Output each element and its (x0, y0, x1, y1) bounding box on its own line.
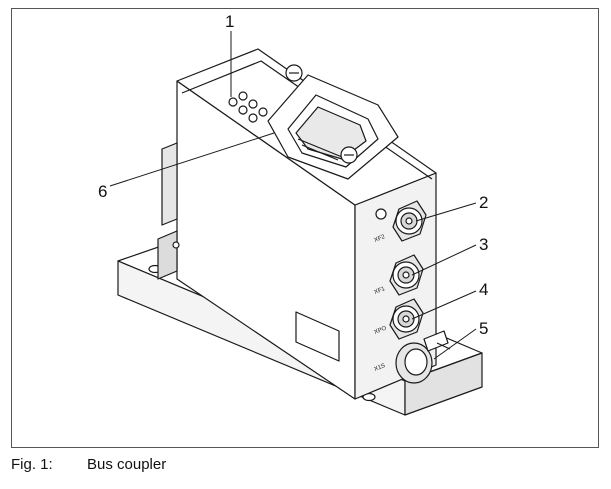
leader-line-6 (109, 132, 275, 187)
led-group (228, 91, 268, 123)
port-label-xf1: XF1 (374, 286, 387, 296)
transparent-cover (267, 64, 399, 180)
connector-x1s (395, 330, 451, 384)
connector-xf2 (375, 200, 427, 242)
caption-number: Fig. 1: (11, 456, 53, 473)
led-indicator (238, 105, 248, 115)
label-window (295, 311, 340, 362)
connector-xpo (389, 298, 424, 340)
leader-line-5 (433, 328, 477, 360)
led-indicator (248, 113, 258, 123)
caption-text: Bus coupler (87, 456, 167, 473)
connector-xf1 (389, 254, 424, 296)
callout-3: 3 (479, 235, 488, 254)
led-indicator (248, 99, 258, 109)
callout-5: 5 (479, 319, 488, 338)
port-label-xpo: XPO (374, 325, 388, 335)
leader-line-3 (411, 244, 477, 276)
leader-line-4 (411, 290, 477, 320)
led-indicator (228, 97, 238, 107)
led-indicator (258, 107, 268, 117)
callout-1: 1 (225, 12, 234, 31)
ground-screw (375, 208, 387, 220)
leader-line-2 (415, 202, 477, 222)
port-label-x1s: X1S (374, 363, 387, 373)
figure-frame: XF2 XF1 XPO X1S 1 2 3 4 5 6 (11, 8, 599, 448)
callout-6: 6 (98, 182, 107, 201)
leader-lines (109, 31, 477, 360)
port-label-xf2: XF2 (374, 234, 387, 244)
figure-caption: Fig. 1: Bus coupler (11, 456, 166, 473)
callout-4: 4 (479, 280, 488, 299)
callout-2: 2 (479, 193, 488, 212)
led-indicator (238, 91, 248, 101)
bus-coupler-drawing: XF2 XF1 XPO X1S 1 2 3 4 5 6 (98, 12, 488, 416)
